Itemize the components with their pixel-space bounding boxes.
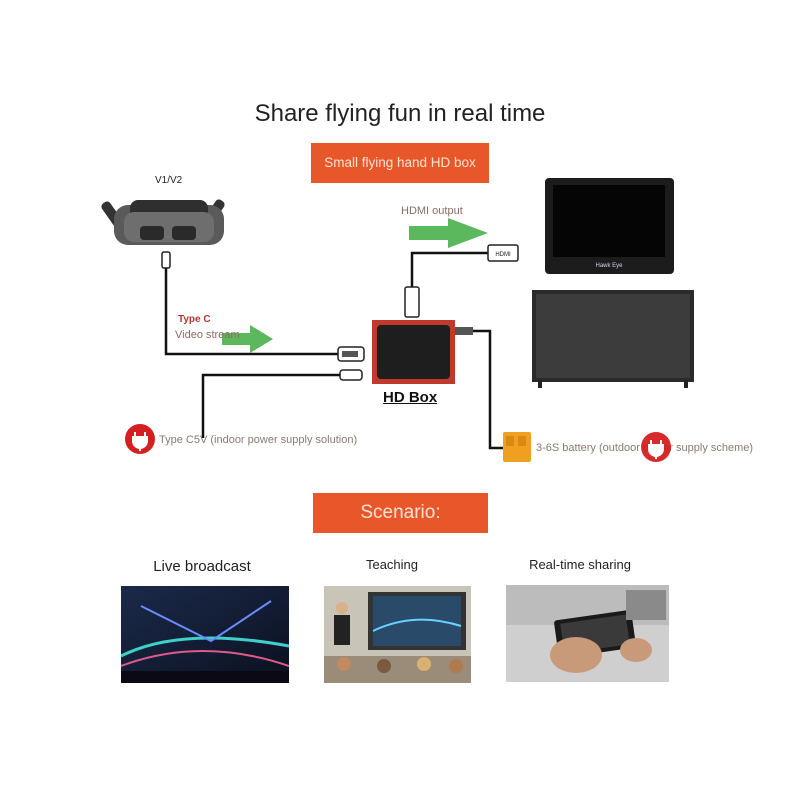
hdmi-plug-monitor — [487, 244, 519, 262]
type-c-cable — [164, 268, 338, 356]
product-banner: Small flying hand HD box — [311, 143, 489, 183]
goggles-label: V1/V2 — [155, 175, 183, 186]
power-plug-icon-outdoor — [641, 432, 671, 462]
usb-c-power-connector — [339, 369, 363, 381]
video-stream-arrow — [222, 325, 273, 353]
hdmi-cable — [410, 251, 488, 287]
type-c-label: Type C — [178, 314, 211, 325]
page-title: Share flying fun in real time — [254, 100, 546, 127]
live-broadcast-photo — [121, 586, 289, 683]
indoor-power-label: Type C5V (indoor power supply solution) — [159, 434, 358, 446]
hd-box-label: HD Box — [383, 389, 438, 406]
hdmi-output-arrow — [409, 218, 488, 248]
scenario-caption-live-broadcast: Live broadcast — [153, 558, 251, 575]
usb-c-plug-top — [161, 251, 171, 269]
fpv-goggles-image — [101, 199, 225, 245]
video-stream-label: Video stream — [175, 329, 240, 341]
small-monitor-image: Hawk Eye — [545, 178, 674, 274]
scenario-caption-teaching: Teaching — [365, 557, 419, 572]
connection-diagram: HDMI Hawk Eye — [101, 178, 694, 462]
monitor-brand-text: Hawk Eye — [595, 263, 623, 269]
hdmi-connector-text: HDMI — [495, 252, 511, 258]
power-cable — [201, 373, 340, 438]
realtime-sharing-photo — [506, 585, 669, 682]
scenario-banner: Scenario: — [313, 493, 488, 533]
scenario-caption-realtime-sharing: Real-time sharing — [529, 557, 631, 572]
battery-cable — [473, 329, 503, 450]
teaching-photo — [324, 586, 471, 683]
tv-image — [532, 290, 694, 388]
hdmi-output-label: HDMI output — [401, 205, 463, 217]
power-plug-icon — [125, 424, 155, 454]
hdmi-plug-box — [404, 286, 420, 318]
dc-jack — [455, 327, 473, 335]
